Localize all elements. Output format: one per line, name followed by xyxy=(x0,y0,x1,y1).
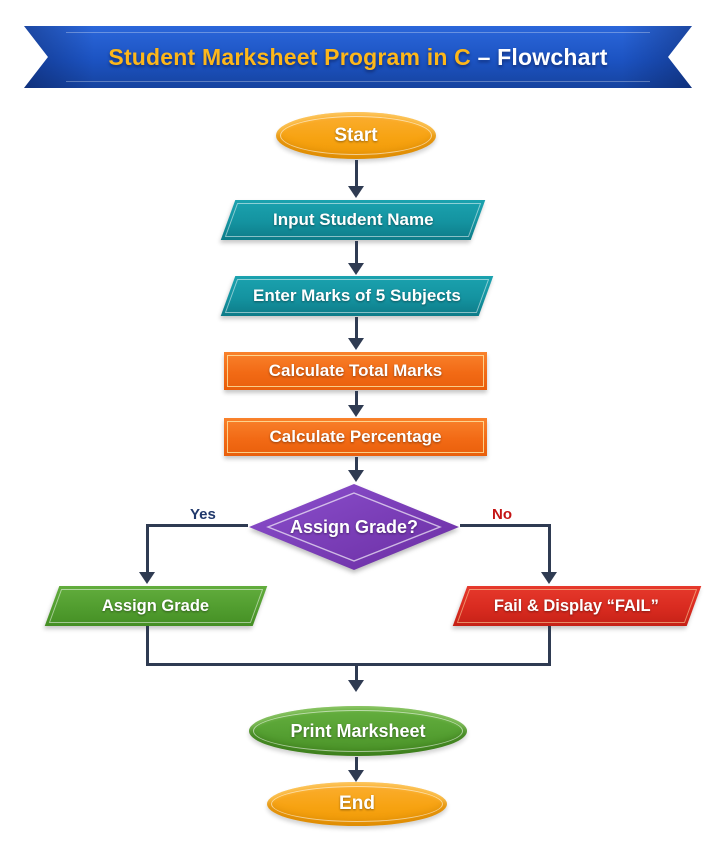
connector-input-marks xyxy=(355,241,358,263)
decision-diamond-shape xyxy=(249,484,459,570)
connector-decision-no-horizontal xyxy=(460,524,551,527)
connector-no-vertical xyxy=(548,524,551,572)
node-end: End xyxy=(267,782,447,826)
node-input-student-name: Input Student Name xyxy=(220,200,486,240)
arrowhead-input-marks xyxy=(348,263,364,275)
node-assign-grade-decision: Assign Grade? xyxy=(247,483,461,571)
node-print-marksheet: Print Marksheet xyxy=(249,706,467,756)
branch-label-yes: Yes xyxy=(182,506,224,523)
node-calculate-total: Calculate Total Marks xyxy=(224,352,487,390)
node-enter-marks-label: Enter Marks of 5 Subjects xyxy=(253,286,461,305)
node-start-label: Start xyxy=(334,124,378,146)
node-enter-marks: Enter Marks of 5 Subjects xyxy=(220,276,494,316)
arrowhead-marks-total xyxy=(348,338,364,350)
arrowhead-start-input xyxy=(348,186,364,198)
page-title-primary: Student Marksheet Program in C xyxy=(108,43,478,70)
node-assign-grade-label: Assign Grade xyxy=(102,596,210,615)
node-calculate-percentage-label: Calculate Percentage xyxy=(269,427,442,446)
node-assign-grade-decision-label: Assign Grade? xyxy=(289,516,419,537)
arrowhead-percentage-decision xyxy=(348,470,364,482)
connector-print-end xyxy=(355,757,358,770)
node-calculate-total-label: Calculate Total Marks xyxy=(268,361,443,380)
arrowhead-merge-print xyxy=(348,680,364,692)
connector-merge-print xyxy=(355,663,358,680)
node-end-label: End xyxy=(339,793,375,814)
node-print-marksheet-label: Print Marksheet xyxy=(290,720,426,741)
node-fail-display: Fail & Display “FAIL” xyxy=(452,586,702,626)
arrowhead-yes-assign xyxy=(139,572,155,584)
node-start: Start xyxy=(276,112,436,159)
connector-yes-vertical xyxy=(146,524,149,572)
node-input-student-name-label: Input Student Name xyxy=(272,210,434,229)
connector-merge-horizontal xyxy=(146,663,551,666)
connector-fail-merge xyxy=(548,626,551,666)
node-calculate-percentage: Calculate Percentage xyxy=(224,418,487,456)
connector-total-percentage xyxy=(355,391,358,405)
arrowhead-total-percentage xyxy=(348,405,364,417)
node-fail-display-label: Fail & Display “FAIL” xyxy=(494,596,660,615)
node-assign-grade: Assign Grade xyxy=(44,586,268,626)
branch-label-no: No xyxy=(484,506,520,523)
connector-decision-yes-horizontal xyxy=(148,524,248,527)
title-banner-ribbon: Student Marksheet Program in C – Flowcha… xyxy=(24,26,692,88)
connector-marks-total xyxy=(355,317,358,338)
connector-percentage-decision xyxy=(355,457,358,470)
page-title-secondary: – Flowchart xyxy=(477,43,608,70)
connector-assign-merge xyxy=(146,626,149,666)
page-title: Student Marksheet Program in C – Flowcha… xyxy=(108,44,607,71)
connector-start-input xyxy=(355,160,358,186)
arrowhead-no-fail xyxy=(541,572,557,584)
arrowhead-print-end xyxy=(348,770,364,782)
